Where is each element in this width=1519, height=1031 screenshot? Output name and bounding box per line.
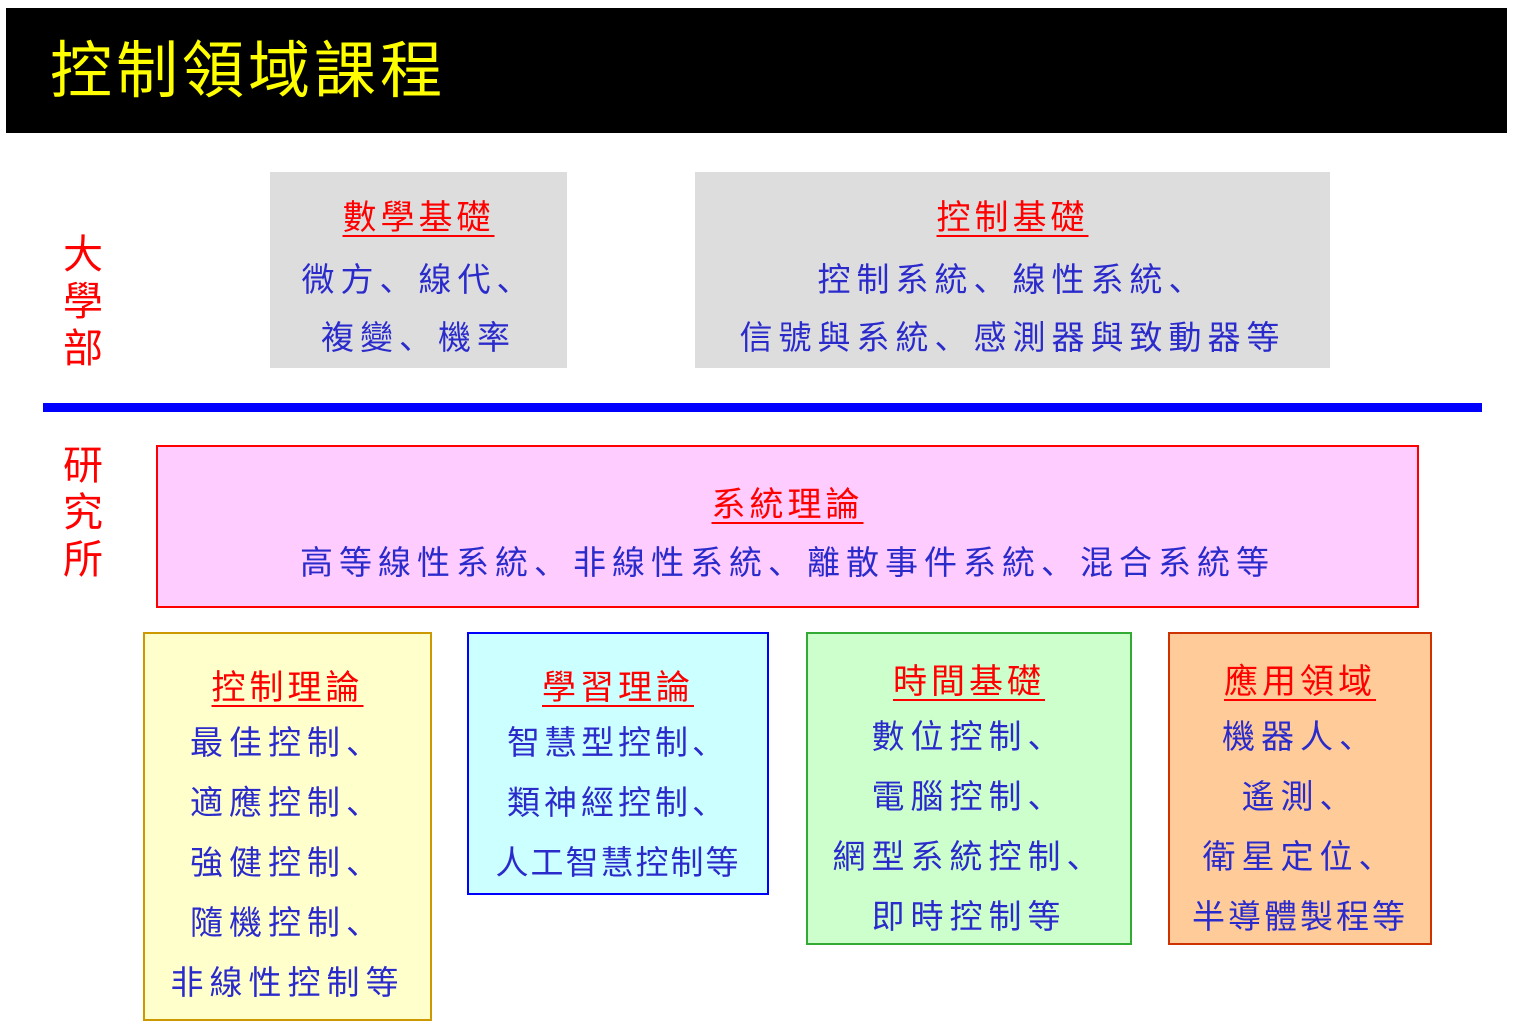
box-heading: 控制理論	[211, 668, 364, 708]
level-divider	[43, 403, 1482, 412]
system-theory-box: 系統理論 高等線性系統、非線性系統、離散事件系統、混合系統等	[156, 445, 1419, 608]
box-line: 網型系統控制、	[832, 837, 1106, 876]
grad-label-text: 研究所	[63, 443, 103, 583]
control-foundation-box: 控制基礎 控制系統、線性系統、 信號與系統、感測器與致動器等	[695, 172, 1330, 368]
box-heading: 控制基礎	[936, 198, 1089, 238]
box-line: 遙測、	[1241, 777, 1359, 816]
box-line: 最佳控制、	[190, 723, 385, 762]
application-domain-box: 應用領域 機器人、 遙測、 衛星定位、 半導體製程等	[1168, 632, 1432, 945]
math-foundation-box: 數學基礎 微方、線代、 複變、機率	[270, 172, 567, 368]
box-line: 高等線性系統、非線性系統、離散事件系統、混合系統等	[300, 543, 1275, 582]
box-line: 微方、線代、	[301, 260, 536, 299]
box-line: 非線性控制等	[170, 963, 405, 1002]
box-line: 人工智慧控制等	[495, 843, 741, 882]
box-heading: 時間基礎	[893, 662, 1045, 702]
box-line: 即時控制等	[871, 897, 1067, 936]
box-line: 電腦控制、	[871, 777, 1067, 816]
page-title: 控制領域課程	[50, 34, 447, 107]
undergrad-label: 大學部	[58, 232, 108, 373]
box-line: 適應控制、	[190, 783, 385, 822]
box-line: 機器人、	[1222, 717, 1378, 756]
box-line: 隨機控制、	[190, 903, 385, 942]
box-line: 數位控制、	[871, 717, 1067, 756]
box-line: 複變、機率	[321, 318, 516, 357]
undergrad-label-text: 大學部	[63, 232, 103, 372]
box-heading: 應用領域	[1224, 662, 1376, 702]
control-theory-box: 控制理論 最佳控制、 適應控制、 強健控制、 隨機控制、 非線性控制等	[143, 632, 432, 1021]
box-line: 控制系統、線性系統、	[817, 260, 1208, 299]
box-line: 強健控制、	[190, 843, 385, 882]
box-line: 信號與系統、感測器與致動器等	[739, 318, 1286, 357]
box-heading: 系統理論	[711, 485, 864, 525]
time-foundation-box: 時間基礎 數位控制、 電腦控制、 網型系統控制、 即時控制等	[806, 632, 1132, 945]
box-heading: 數學基礎	[342, 198, 495, 238]
learning-theory-box: 學習理論 智慧型控制、 類神經控制、 人工智慧控制等	[467, 632, 769, 895]
box-line: 半導體製程等	[1192, 897, 1408, 936]
box-line: 智慧型控制、	[507, 723, 729, 762]
grad-label: 研究所	[58, 443, 108, 584]
box-heading: 學習理論	[542, 668, 694, 708]
box-line: 類神經控制、	[507, 783, 729, 822]
box-line: 衛星定位、	[1202, 837, 1398, 876]
title-bar: 控制領域課程	[6, 8, 1507, 133]
